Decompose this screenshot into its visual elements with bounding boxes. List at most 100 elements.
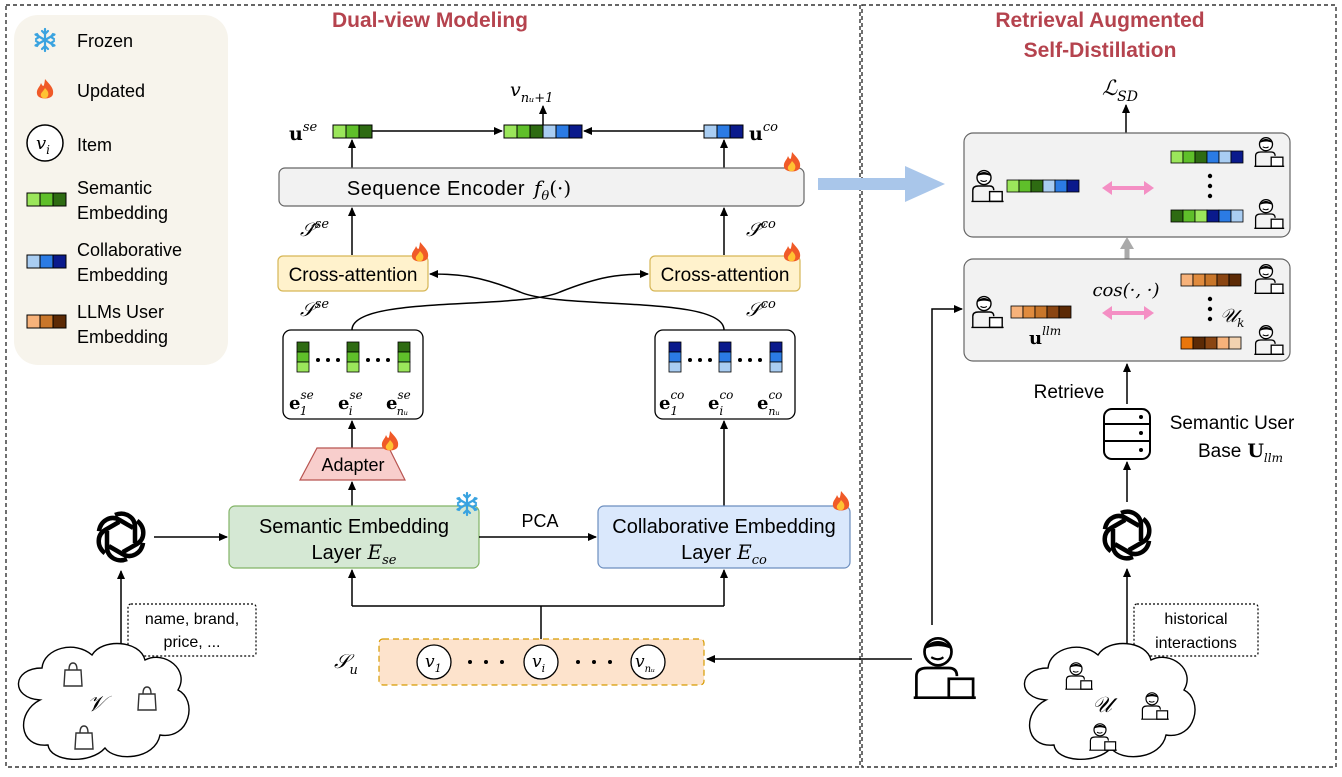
legend-updated: Updated (77, 81, 145, 101)
collaborative-embedding-sequence-box (654, 329, 796, 420)
legend-semantic-line2: Embedding (77, 203, 168, 223)
legend-frozen: Frozen (77, 31, 133, 51)
u-se-label: use (289, 120, 317, 145)
llm-embedding-swatch (26, 314, 67, 329)
item-attributes-box (127, 603, 257, 657)
distill-vertical-ellipsis (1207, 173, 1213, 199)
semantic-layer-line1: Semantic Embedding (259, 516, 449, 538)
bidirectional-arrow-icon-2 (1102, 306, 1154, 320)
transfer-arrow-icon (818, 166, 945, 202)
user-laptop-icon (912, 636, 978, 700)
user-base-line1: Semantic User (1170, 413, 1295, 434)
sequence-encoder-box (278, 167, 805, 207)
legend-item-symbol: vi (36, 133, 50, 157)
sequence-encoder-label: Sequence Encoder (347, 178, 525, 200)
legend-llm-line2: Embedding (77, 327, 168, 347)
collaborative-embedding-layer-box (597, 505, 851, 569)
u-llm-label: ullm (1029, 324, 1061, 349)
semantic-embedding-swatch (26, 192, 67, 207)
legend-panel (14, 15, 228, 365)
adapter-box (299, 447, 406, 481)
seq-item-1-label: v1 (425, 652, 442, 675)
sequence-label: 𝒮u (334, 649, 358, 678)
distill-neighbor-embedding-2 (1170, 209, 1244, 223)
encoder-flame-icon (783, 152, 801, 172)
right-section-title-line1: Retrieval Augmented (995, 9, 1204, 32)
fused-embedding (503, 124, 583, 139)
adapter-flame-icon (381, 431, 399, 451)
loss-label: ℒSD (1102, 76, 1138, 105)
u-se-embedding (332, 124, 373, 139)
cross-attn-left-flame-icon (411, 242, 429, 262)
right-section-title-line2: Self-Distillation (1024, 39, 1177, 62)
retrieval-vertical-ellipsis (1207, 296, 1213, 322)
cross-attention-right-box (649, 255, 801, 292)
right-section-border (861, 4, 1337, 768)
target-item-label: vnᵤ+1 (510, 79, 553, 106)
legend-collab-line2: Embedding (77, 265, 168, 285)
distill-user-embedding (1006, 179, 1080, 193)
left-section-border (5, 4, 861, 768)
u-co-label: uco (749, 120, 778, 145)
semantic-embedding-sequence-box (282, 329, 424, 420)
sequence-ellipsis (468, 660, 612, 664)
bidirectional-arrow-icon (1102, 181, 1154, 195)
legend-llm-line1: LLMs User (77, 302, 164, 322)
collab-layer-line1: Collaborative Embedding (612, 516, 835, 538)
legend-collab-line1: Collaborative (77, 240, 182, 260)
u-co-embedding (703, 124, 744, 139)
legend-semantic-line1: Semantic (77, 178, 152, 198)
historical-interactions-box (1133, 603, 1259, 657)
cross-attention-left-label: Cross-attention (289, 265, 418, 286)
item-attributes-line1: name, brand, (145, 611, 239, 628)
collaborative-sequence-vectors (668, 341, 783, 373)
pca-label: PCA (521, 511, 558, 531)
s-se-label: 𝒮se (300, 297, 329, 321)
cross-attn-right-flame-icon (783, 242, 801, 262)
seq-item-i-label: vi (532, 652, 545, 675)
adapter-label: Adapter (321, 455, 384, 475)
s-hat-co-label: 𝒮̂co (746, 217, 776, 241)
u-llm-embedding (1010, 305, 1072, 319)
seq-item-i (523, 644, 559, 680)
sequence-encoder-fn: fθ(·) (532, 176, 571, 204)
user-to-retrieval-arrow (931, 305, 963, 625)
openai-logo-icon (94, 513, 148, 561)
s-hat-se-label: 𝒮̂se (300, 217, 329, 241)
co-to-cross-left-connector (429, 270, 725, 331)
collaborative-embedding-swatch (26, 254, 67, 269)
distill-neighbor-embedding-1 (1170, 150, 1244, 164)
item-cloud-icon (17, 642, 190, 761)
seq-item-n (630, 644, 666, 680)
historical-line1: historical (1164, 611, 1227, 628)
neighbor-llm-embedding-2 (1180, 336, 1242, 350)
seq-item-n-label: vnᵤ (635, 652, 655, 675)
database-icon (1103, 408, 1151, 460)
retrieve-label: Retrieve (1034, 382, 1105, 403)
seq-item-1 (416, 644, 452, 680)
semantic-sequence-vectors (296, 341, 411, 373)
item-node-icon (26, 124, 64, 162)
neighbor-llm-embedding-1 (1180, 273, 1242, 287)
legend: Frozen Updated vi Item Semantic Embeddin… (14, 15, 228, 365)
collab-layer-flame-icon (832, 491, 850, 511)
cross-attention-right-label: Cross-attention (661, 265, 790, 286)
cross-attention-left-box (277, 255, 429, 292)
left-section-title: Dual-view Modeling (332, 9, 528, 32)
item-attributes-line2: price, ... (164, 634, 221, 651)
historical-line2: interactions (1155, 635, 1237, 652)
user-cloud-icon (1023, 642, 1196, 761)
cos-label: cos(·, ·) (1092, 280, 1159, 301)
openai-logo-icon-2 (1100, 511, 1154, 559)
s-co-label: 𝒮co (746, 297, 776, 321)
